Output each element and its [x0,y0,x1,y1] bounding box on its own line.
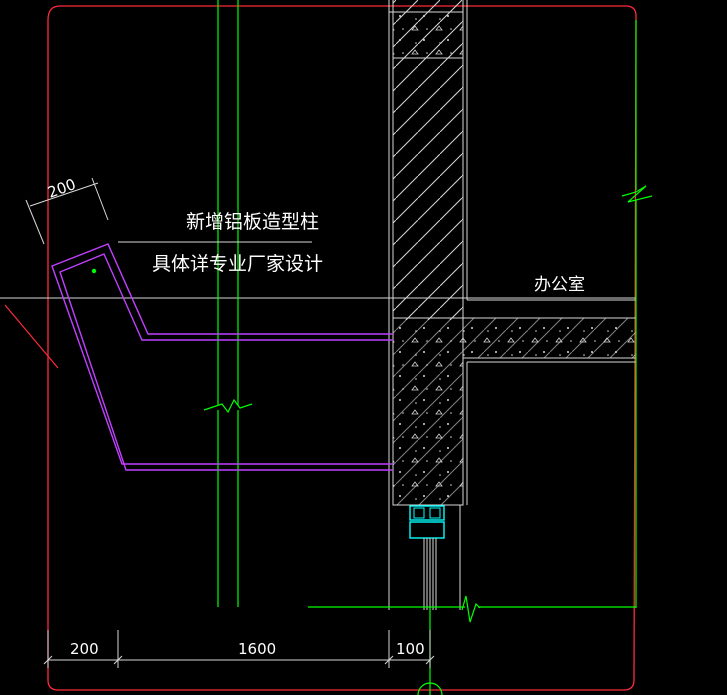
aluminium-column-outline [51,243,393,471]
bottom-dim-left: 200 [70,640,99,658]
drawing-frame-border [47,5,637,691]
column-width-value: 200 [45,175,78,202]
floor-slab [392,299,637,506]
grid-lines [203,0,653,695]
bottom-dim-mid: 1600 [238,640,276,658]
wall-upper [388,0,468,610]
bottom-dimension [43,630,435,668]
annotation-line-2: 具体详专业厂家设计 [152,253,323,275]
annotation-dot [91,268,97,274]
column-width-dimension: 200 [25,175,109,245]
red-diagonal-line [4,304,59,369]
bottom-dim-right: 100 [396,640,425,658]
room-label: 办公室 [534,275,585,295]
window-frame [409,505,461,610]
annotation-line-1: 新增铝板造型柱 [186,211,319,233]
